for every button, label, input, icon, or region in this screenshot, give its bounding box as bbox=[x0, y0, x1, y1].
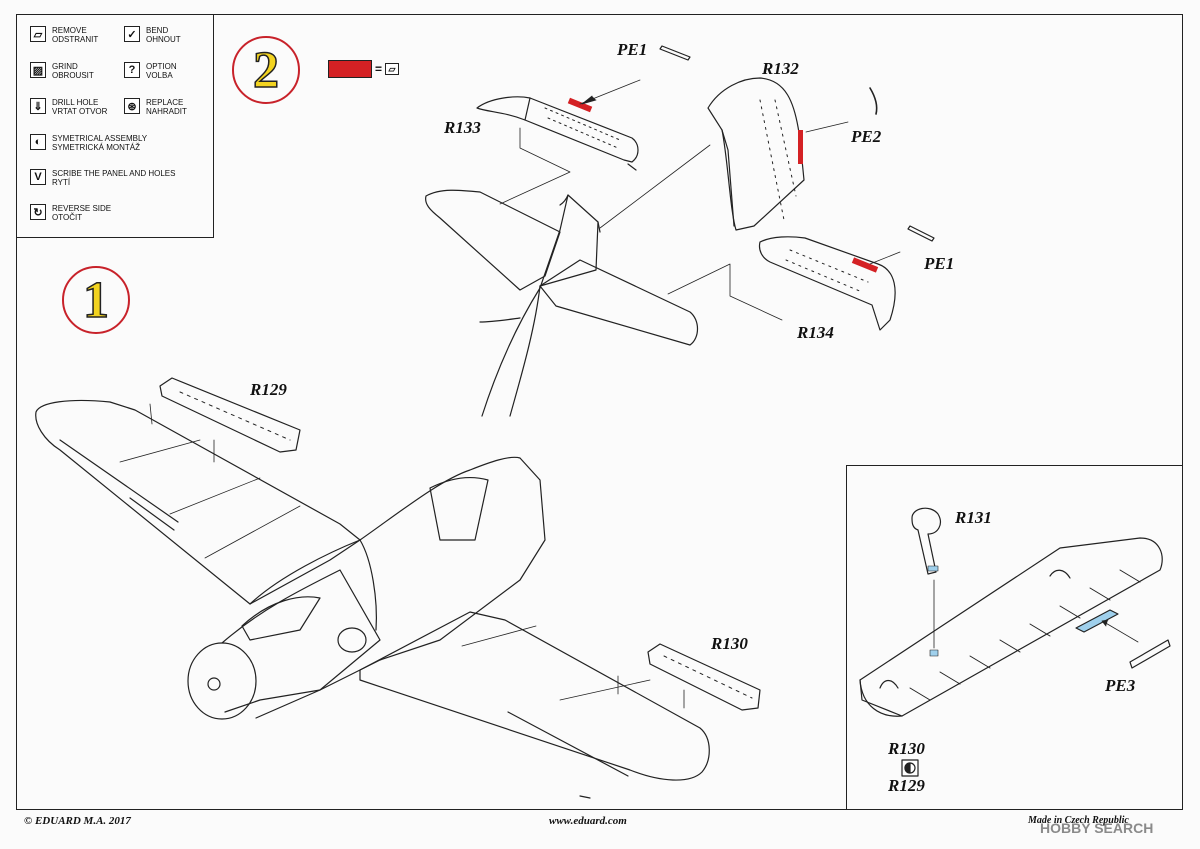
legend-reverse-en: REVERSE SIDE bbox=[52, 204, 112, 213]
step-1-marker: 1 bbox=[62, 266, 130, 334]
inset-wing-detail bbox=[859, 507, 1171, 777]
label-r129: R129 bbox=[250, 380, 287, 399]
cockpit-canopy bbox=[429, 477, 489, 541]
legend-remove-en: REMOVE bbox=[52, 26, 87, 35]
r130-aileron bbox=[647, 643, 761, 711]
r133-elevator bbox=[476, 96, 639, 171]
legend-scribe-cz: RYTÍ bbox=[52, 178, 71, 187]
pe3-blue-part bbox=[1075, 609, 1119, 633]
legend-drill-en: DRILL HOLE bbox=[52, 98, 99, 107]
legend-replace-cz: NAHRADIT bbox=[146, 107, 187, 116]
key-equals: = bbox=[375, 62, 383, 76]
inset-wing-panel-lines bbox=[909, 569, 1141, 701]
drill-hole-icon: ⇓ bbox=[30, 98, 46, 114]
reverse-side-icon: ↻ bbox=[30, 204, 46, 220]
option-icon: ? bbox=[124, 62, 140, 78]
r131-part bbox=[911, 507, 941, 575]
label-r129-inset: R129 bbox=[888, 776, 925, 795]
r132-rudder bbox=[707, 77, 805, 231]
r133-red-strip bbox=[567, 97, 593, 113]
bend-icon: ✓ bbox=[124, 26, 140, 42]
legend-scribe-en: SCRIBE THE PANEL AND HOLES bbox=[52, 169, 176, 178]
replace-icon: ⊛ bbox=[124, 98, 140, 114]
remove-icon: ▱ bbox=[385, 63, 400, 75]
left-wing bbox=[35, 399, 361, 605]
r129-aileron bbox=[159, 377, 301, 453]
legend-reverse-cz: OTOČIT bbox=[52, 213, 83, 222]
r134-elevator bbox=[758, 236, 896, 331]
legend-option-en: OPTION bbox=[146, 62, 177, 71]
pe2-part bbox=[869, 87, 878, 115]
footer-copyright: © EDUARD M.A. 2017 bbox=[24, 815, 131, 827]
red-swatch bbox=[328, 60, 372, 78]
label-r132: R132 bbox=[762, 59, 799, 78]
label-r130-inset: R130 bbox=[888, 739, 925, 758]
spinner-nose bbox=[187, 642, 257, 720]
step-2-marker: 2 bbox=[232, 36, 300, 104]
legend-sym-cz: SYMETRICKÁ MONTÁŽ bbox=[52, 143, 141, 152]
r134-red-strip bbox=[851, 257, 879, 273]
legend-option-cz: VOLBA bbox=[146, 71, 173, 80]
legend-grind-en: GRIND bbox=[52, 62, 78, 71]
label-r131: R131 bbox=[955, 508, 992, 527]
pe1-top-part bbox=[659, 45, 691, 61]
label-r130: R130 bbox=[711, 634, 748, 653]
grind-icon: ▨ bbox=[30, 62, 46, 78]
label-r134: R134 bbox=[797, 323, 834, 342]
footer-made-in: Made in Czech Republic bbox=[1028, 815, 1129, 826]
label-pe1-top: PE1 bbox=[617, 40, 648, 59]
symmetrical-assembly-icon: ◐ bbox=[30, 134, 46, 150]
cowl-intake bbox=[241, 596, 321, 641]
legend-replace-en: REPLACE bbox=[146, 98, 184, 107]
sheet-frame bbox=[16, 14, 1183, 810]
pe3-part bbox=[1129, 639, 1171, 669]
footer-url[interactable]: www.eduard.com bbox=[549, 815, 627, 827]
legend-remove-cz: ODSTRANIT bbox=[52, 35, 99, 44]
r132-red-strip bbox=[798, 130, 803, 164]
legend-bend-en: BEND bbox=[146, 26, 169, 35]
label-pe2: PE2 bbox=[851, 127, 882, 146]
legend-drill-cz: VRTAT OTVOR bbox=[52, 107, 108, 116]
pe1-mid-part bbox=[907, 225, 935, 242]
leader-lines-step1 bbox=[149, 403, 685, 709]
detail-inset bbox=[846, 465, 1183, 810]
aircraft-step1 bbox=[35, 399, 710, 799]
label-pe3: PE3 bbox=[1105, 676, 1136, 695]
scribe-icon: V bbox=[30, 169, 46, 185]
tail-assembly bbox=[425, 189, 699, 417]
watermark: HOBBY SEARCH bbox=[1040, 820, 1154, 836]
left-stabilizer bbox=[425, 189, 561, 291]
label-pe1-mid: PE1 bbox=[924, 254, 955, 273]
right-stabilizer bbox=[539, 259, 699, 346]
right-wing bbox=[359, 611, 710, 781]
leader-lines-step2 bbox=[499, 79, 901, 321]
legend-bend-cz: OHNOUT bbox=[146, 35, 181, 44]
label-r133: R133 bbox=[444, 118, 481, 137]
color-key: = ▱ bbox=[328, 60, 400, 78]
legend-grind-cz: OBROUSIT bbox=[52, 71, 94, 80]
legend-sym-en: SYMETRICAL ASSEMBLY bbox=[52, 134, 148, 143]
remove-icon: ▱ bbox=[30, 26, 46, 42]
